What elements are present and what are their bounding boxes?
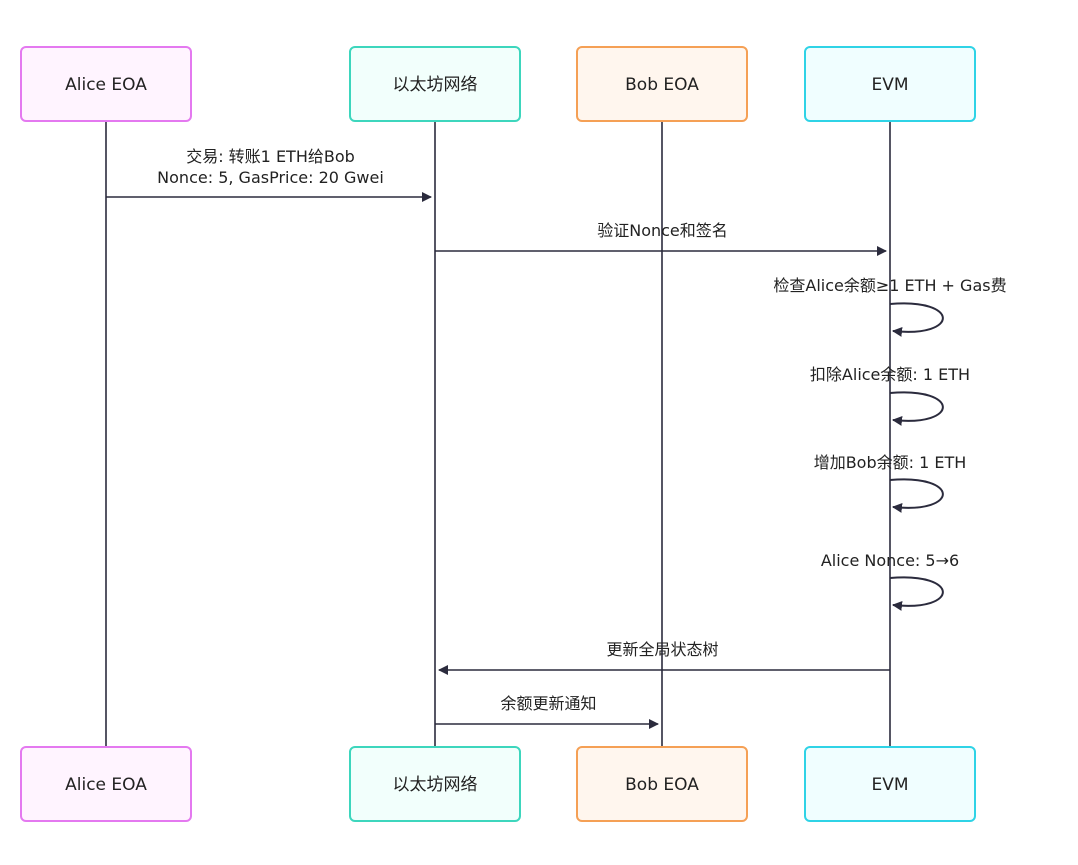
actor-label-evm-bottom: EVM [871, 775, 908, 795]
actor-box-net-top [349, 46, 521, 122]
message-label-8: 余额更新通知 [500, 694, 596, 713]
message-arrow-5 [889, 478, 944, 513]
message-label-4: 扣除Alice余额: 1 ETH [810, 365, 970, 384]
message-label-6: Alice Nonce: 5→6 [821, 551, 959, 570]
actor-label-bob-bottom: Bob EOA [625, 775, 699, 795]
actor-label-evm-top: EVM [871, 75, 908, 95]
actor-box-alice-bottom [20, 746, 192, 822]
actor-box-bob-top [576, 46, 748, 122]
message-arrow-4 [889, 391, 944, 426]
message-arrow-6 [889, 576, 944, 611]
actor-label-alice-top: Alice EOA [65, 75, 147, 95]
actor-box-evm-bottom [804, 746, 976, 822]
actors-bottom: Alice EOA 以太坊网络 Bob EOA EVM [20, 746, 976, 822]
message-label-2: 验证Nonce和签名 [597, 221, 728, 240]
actor-box-net-bottom [349, 746, 521, 822]
message-label-3: 检查Alice余额≥1 ETH + Gas费 [773, 276, 1006, 295]
message-label-1-line-1: 交易: 转账1 ETH给Bob [186, 147, 355, 166]
actor-label-bob-top: Bob EOA [625, 75, 699, 95]
message-label-5: 增加Bob余额: 1 ETH [814, 453, 967, 472]
actor-label-alice-bottom: Alice EOA [65, 775, 147, 795]
actor-label-net-top: 以太坊网络 [393, 75, 478, 95]
actor-box-alice-top [20, 46, 192, 122]
actor-label-net-bottom: 以太坊网络 [393, 775, 478, 795]
lifelines [105, 121, 891, 747]
actor-box-bob-bottom [576, 746, 748, 822]
message-label-7: 更新全局状态树 [606, 640, 718, 659]
message-arrow-3 [889, 302, 944, 337]
actors-top: Alice EOA 以太坊网络 Bob EOA EVM [20, 46, 976, 122]
message-label-1-line-2: Nonce: 5, GasPrice: 20 Gwei [157, 168, 384, 187]
actor-box-evm-top [804, 46, 976, 122]
